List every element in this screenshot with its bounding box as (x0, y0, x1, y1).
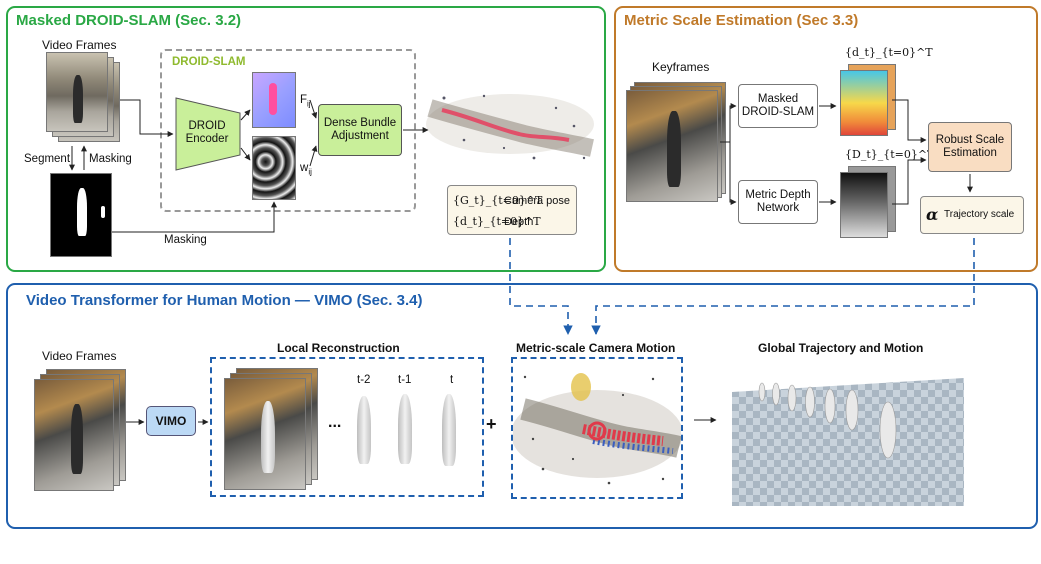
segment-label: Segment (24, 153, 71, 165)
vimo-person (71, 404, 83, 474)
overlay-mesh (261, 401, 275, 473)
D-symbol: {D_t}_{t=0}^T (845, 148, 935, 161)
d-symbol: {d_t}_{t=0}^T (845, 46, 933, 59)
slam-depth-map (840, 70, 888, 136)
vimo-box: VIMO (146, 406, 196, 436)
local-reconstruction-box (210, 357, 484, 497)
metric-depth-map (840, 172, 888, 238)
global-trajectory-scene (732, 378, 964, 506)
alpha-symbol: α (926, 205, 939, 224)
keyframe-front (626, 90, 718, 202)
metric-scale-panel (614, 6, 1038, 272)
keyframes-label: Keyframes (652, 60, 710, 74)
ellipsis: ... (328, 414, 342, 431)
metric-camera-motion-label: Metric-scale Camera Motion (516, 341, 676, 355)
slam-frame-front (46, 52, 108, 132)
t-label: t (450, 374, 454, 386)
metric-depth-network-box: Metric Depth Network (738, 180, 818, 224)
metric-scale-title: Metric Scale Estimation (Sec 3.3) (624, 12, 859, 29)
masking-label: Masking (89, 153, 132, 165)
camera-pose-symbol: {G_t}_{t=0}^T (453, 194, 543, 207)
droid-encoder: DROID Encoder (185, 120, 229, 145)
f-letter: F (300, 94, 308, 106)
vimo-panel (6, 283, 1038, 529)
vimo-frame-front (34, 379, 114, 491)
trajectory-scale-label: Trajectory scale (944, 209, 1015, 220)
global-trajectory-label: Global Trajectory and Motion (758, 341, 924, 355)
flow-feature-image (252, 72, 296, 128)
vimo-video-frames-label: Video Frames (42, 349, 117, 363)
droid-slam-label: DROID-SLAM (172, 56, 246, 68)
t-minus-1-label: t-1 (398, 374, 412, 386)
flow-highlight (269, 83, 277, 115)
robust-scale-estimation: Robust Scale Estimation (928, 122, 1012, 172)
camera-pose-label: Camera pose (504, 195, 571, 207)
slam-point-cloud (426, 94, 594, 160)
f-subscript: ij (307, 99, 311, 109)
masking-bottom-label: Masking (164, 234, 207, 246)
mask-silhouette (77, 188, 87, 236)
f-ij-label: Fij (300, 94, 311, 108)
trajectory-scale-box (920, 196, 1024, 234)
w-letter: w (300, 162, 309, 174)
masked-droid-slam-title: Masked DROID-SLAM (Sec. 3.2) (16, 12, 242, 29)
metric-camera-motion-box (511, 357, 683, 499)
vimo-title: Video Transformer for Human Motion — VIM… (26, 292, 423, 309)
droid-encoder-shape (175, 97, 241, 171)
masked-droid-slam-panel (6, 6, 606, 272)
depth-symbol: {d_t}_{t=0}^T (453, 215, 541, 228)
camera-motion-point-cloud (513, 373, 681, 485)
plus-sign: + (486, 414, 497, 434)
t-minus-2-label: t-2 (357, 374, 371, 386)
recon-frame-front (224, 378, 306, 490)
depth-label: Depth (504, 216, 534, 228)
mask-image (50, 173, 112, 257)
weight-image (252, 136, 296, 200)
masked-droid-slam-box: Masked DROID-SLAM (738, 84, 818, 128)
mesh-t-minus-2 (357, 396, 371, 464)
w-ij-label: wij (300, 162, 312, 176)
dense-bundle-adjustment: Dense Bundle Adjustment (318, 104, 402, 156)
mesh-t (442, 394, 456, 466)
keyframe-person (667, 111, 681, 187)
slam-output-box (447, 185, 577, 235)
mesh-t-minus-1 (398, 394, 412, 464)
local-reconstruction-label: Local Reconstruction (277, 341, 400, 355)
walking-person (73, 75, 83, 123)
w-subscript: ij (308, 167, 312, 177)
slam-video-frames-label: Video Frames (42, 38, 117, 52)
mask-small-silhouette (101, 206, 105, 218)
